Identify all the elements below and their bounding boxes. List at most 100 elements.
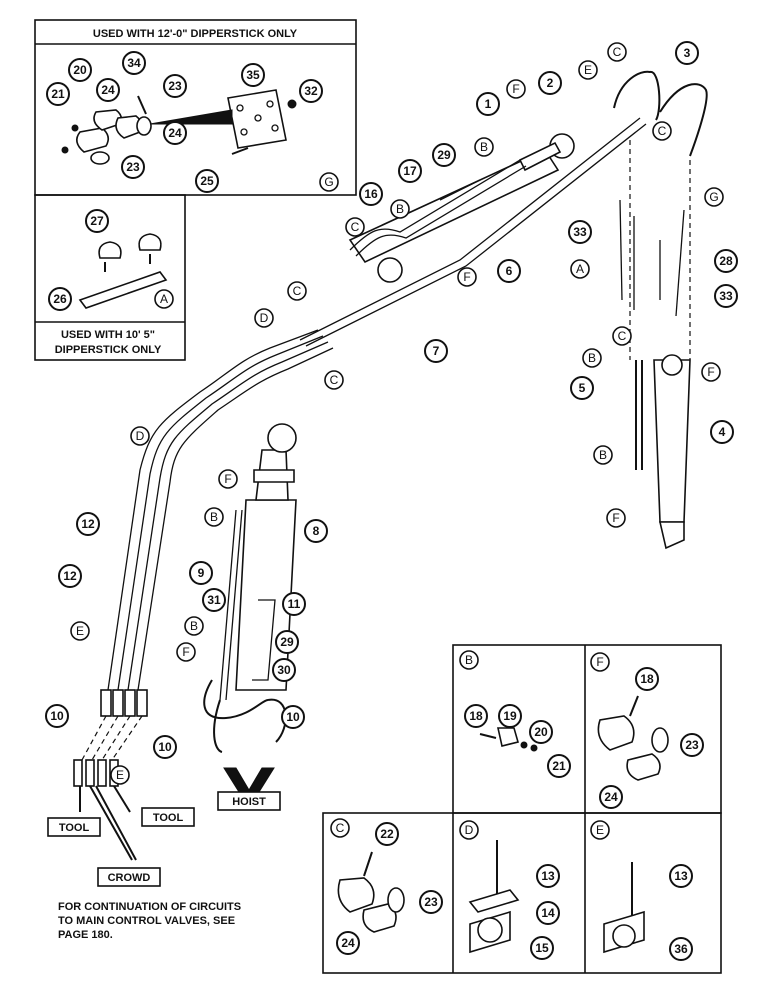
svg-text:29: 29 (280, 635, 294, 649)
letter-D-box: D (459, 820, 479, 840)
letter-F-mid: F (457, 267, 477, 287)
svg-text:24: 24 (101, 83, 115, 97)
svg-text:F: F (224, 472, 231, 486)
svg-text:D: D (465, 823, 474, 837)
svg-text:E: E (596, 823, 604, 837)
svg-text:24: 24 (341, 936, 355, 950)
letter-C-top: C (607, 42, 627, 62)
callout-3: 3 (675, 41, 699, 65)
svg-text:D: D (260, 311, 269, 325)
hoist-cylinder (203, 423, 297, 801)
svg-text:B: B (396, 202, 404, 216)
svg-text:7: 7 (433, 344, 440, 358)
letter-E-bottom: E (110, 765, 130, 785)
svg-text:21: 21 (51, 87, 65, 101)
letter-C-left: C (287, 281, 307, 301)
svg-text:B: B (480, 140, 488, 154)
callout-24c: 24 (599, 785, 623, 809)
svg-text:B: B (210, 510, 218, 524)
svg-text:27: 27 (90, 214, 104, 228)
callout-24b: 24 (163, 121, 187, 145)
svg-text:36: 36 (674, 942, 688, 956)
svg-text:G: G (324, 175, 333, 189)
letter-C-mid: C (345, 217, 365, 237)
svg-text:18: 18 (640, 672, 654, 686)
svg-text:24: 24 (168, 126, 182, 140)
callout-15: 15 (530, 936, 554, 960)
inset-10ft-header-line1: USED WITH 10' 5" (61, 329, 155, 341)
svg-text:3: 3 (684, 46, 691, 60)
callout-16: 16 (359, 182, 383, 206)
crowd-tag: CROWD (97, 867, 161, 887)
callout-4: 4 (710, 420, 734, 444)
footnote-line-1: FOR CONTINUATION OF CIRCUITS (58, 901, 242, 913)
inset-12ft-dipperstick: USED WITH 12'-0" DIPPERSTICK ONLY (34, 19, 357, 196)
svg-text:5: 5 (579, 381, 586, 395)
tool-right-label: TOOL (153, 812, 184, 824)
callout-23a: 23 (163, 74, 187, 98)
callout-25: 25 (195, 169, 219, 193)
letter-A-right: A (570, 259, 590, 279)
letter-B-cyl: B (582, 348, 602, 368)
svg-text:20: 20 (534, 725, 548, 739)
callout-17: 17 (398, 159, 422, 183)
letter-C-box: C (330, 818, 350, 838)
callout-26: 26 (48, 287, 72, 311)
letter-F-box: F (590, 652, 610, 672)
svg-text:C: C (293, 284, 302, 298)
callout-29b: 29 (275, 630, 299, 654)
callout-23b: 23 (121, 155, 145, 179)
svg-text:C: C (613, 45, 622, 59)
callout-30: 30 (272, 658, 296, 682)
callout-13b: 13 (669, 864, 693, 888)
inset-12ft-header: USED WITH 12'-0" DIPPERSTICK ONLY (93, 28, 298, 40)
svg-text:6: 6 (506, 264, 513, 278)
tool-left-label: TOOL (59, 822, 90, 834)
svg-text:C: C (330, 373, 339, 387)
callout-group: 21 20 34 24 23 24 23 35 32 25 27 26 1 2 … (45, 41, 738, 961)
svg-text:10: 10 (286, 710, 300, 724)
svg-text:13: 13 (541, 869, 555, 883)
letter-E-box: E (590, 820, 610, 840)
footnote-line-3: PAGE 180. (58, 929, 113, 941)
callout-21a: 21 (46, 82, 70, 106)
callout-11: 11 (282, 592, 306, 616)
callout-14: 14 (536, 901, 560, 925)
svg-text:C: C (658, 124, 667, 138)
callout-10b: 10 (45, 704, 69, 728)
callout-7: 7 (424, 339, 448, 363)
svg-text:22: 22 (380, 827, 394, 841)
svg-text:33: 33 (719, 289, 733, 303)
svg-text:E: E (116, 768, 124, 782)
callout-32: 32 (299, 79, 323, 103)
callout-28: 28 (714, 249, 738, 273)
svg-text:12: 12 (81, 517, 95, 531)
callout-5: 5 (570, 376, 594, 400)
svg-text:32: 32 (304, 84, 318, 98)
callout-31: 31 (202, 588, 226, 612)
svg-text:4: 4 (719, 425, 726, 439)
letter-E-left: E (70, 621, 90, 641)
svg-text:21: 21 (552, 759, 566, 773)
letter-G-inset: G (319, 172, 339, 192)
callout-24d: 24 (336, 931, 360, 955)
svg-text:B: B (599, 448, 607, 462)
svg-text:11: 11 (288, 597, 301, 611)
callout-18b: 18 (464, 704, 488, 728)
letter-F-top: F (506, 79, 526, 99)
letter-F-cyl: F (701, 362, 721, 382)
svg-text:2: 2 (547, 76, 554, 90)
callout-29a: 29 (432, 143, 456, 167)
svg-text:C: C (351, 220, 360, 234)
letter-B-mid2: B (390, 199, 410, 219)
callout-23c: 23 (680, 733, 704, 757)
letter-B-hoist: B (204, 507, 224, 527)
callout-33b: 33 (714, 284, 738, 308)
callout-24a: 24 (96, 78, 120, 102)
svg-text:10: 10 (50, 709, 64, 723)
letter-B-box: B (459, 650, 479, 670)
svg-text:A: A (576, 262, 584, 276)
letter-C-lower: C (324, 370, 344, 390)
letter-callout-group: G A C E F C G B B C F A C D C C B F B F … (70, 42, 724, 840)
